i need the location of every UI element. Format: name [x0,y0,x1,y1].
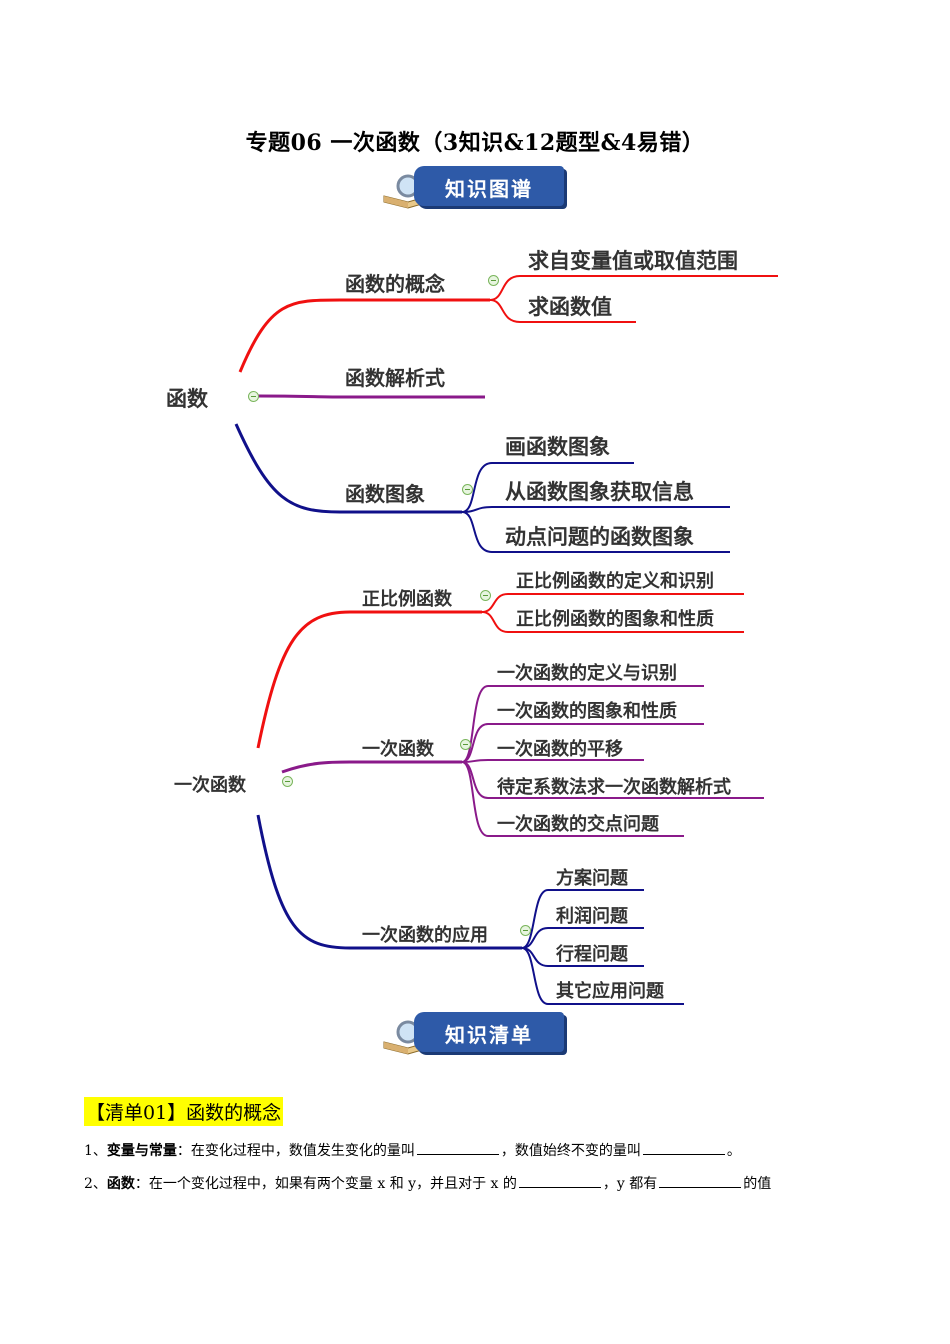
mindmap1-branch1-child-1: 求自变量值或取值范围 [528,249,738,273]
mindmap2-branch3-child-2: 利润问题 [556,906,628,927]
mindmap1-branch3-child-1: 画函数图象 [505,435,610,459]
mindmap1-branch3-child-2: 从函数图象获取信息 [505,480,694,504]
mindmap2-branch2-child-2: 一次函数的图象和性质 [497,701,677,722]
collapse-icon[interactable] [462,484,473,495]
connector-root2-branch2 [281,760,462,774]
mindmap2-branch3: 一次函数的应用 [362,925,488,946]
banner-label: 知识清单 [445,1023,533,1047]
mindmap2-branch3-child-1: 方案问题 [556,868,628,889]
mindmap2-branch2-child-1: 一次函数的定义与识别 [497,663,677,684]
connector-b1-c2 [489,299,636,323]
mindmap2-branch3-child-3: 行程问题 [556,944,628,965]
mindmap2-branch1: 正比例函数 [362,589,452,610]
connector-r2b2-c1 [461,685,704,763]
connector-r2b1-c1 [481,593,744,613]
mindmap2-branch1-child-1: 正比例函数的定义和识别 [516,571,714,592]
connector-b3-c3 [461,511,730,553]
connector-r2b3-c1 [521,889,644,949]
connector-b3-c2 [461,506,730,513]
mindmap2-root: 一次函数 [174,775,246,796]
banner-knowledge-list: 知识清单 [380,1012,570,1060]
collapse-icon[interactable] [520,925,531,936]
collapse-icon[interactable] [282,776,293,787]
item-text: 的值 [743,1176,772,1192]
item-text: ，y 都有 [602,1176,658,1192]
banner-knowledge-map: 知识图谱 [380,166,570,214]
connector-r2b2-c5 [461,761,684,837]
connector-r2b3-c4 [521,947,684,1005]
connector-root2-branch1 [256,610,482,749]
connector-root1-branch1 [238,298,490,373]
item-text: ：在一个变化过程中，如果有两个变量 x 和 y，并且对于 x 的 [134,1176,517,1192]
page-title: 专题06 一次函数（3知识&12题型&4易错） [245,130,705,156]
connector-r2b3-c2 [521,927,644,949]
fill-blank[interactable] [518,1175,601,1188]
connector-root1-branch2 [257,394,485,399]
collapse-icon[interactable] [248,391,259,402]
collapse-icon[interactable] [480,590,491,601]
mindmap1-branch3-child-3: 动点问题的函数图象 [505,525,694,549]
section-heading: 【清单01】函数的概念 [84,1097,284,1126]
mindmap1-root: 函数 [166,387,208,411]
item-text: ：在变化过程中，数值发生变化的量叫 [176,1143,415,1159]
connector-b3-c1 [461,462,634,513]
fill-blank[interactable] [642,1142,725,1155]
connector-root2-branch3 [256,814,522,950]
connector-root1-branch3 [234,423,462,514]
item-term: 函数 [106,1176,135,1192]
fill-blank[interactable] [416,1142,499,1155]
paragraph-item-2: 2、函数：在一个变化过程中，如果有两个变量 x 和 y，并且对于 x 的 ，y 都… [84,1173,771,1193]
mindmap2-branch3-child-4: 其它应用问题 [556,981,664,1002]
connector-r2b2-c2 [461,723,704,763]
mindmap2-branch2-child-3: 一次函数的平移 [497,739,623,760]
fill-blank[interactable] [659,1175,742,1188]
mindmap1-branch1-child-2: 求函数值 [528,295,612,319]
mindmap1-branch3: 函数图象 [345,482,425,506]
collapse-icon[interactable] [488,275,499,286]
mindmap2-branch1-child-2: 正比例函数的图象和性质 [516,609,714,630]
item-term: 变量与常量 [106,1143,177,1159]
banner-label: 知识图谱 [445,177,533,201]
paragraph-item-1: 1、变量与常量：在变化过程中，数值发生变化的量叫 ，数值始终不变的量叫 。 [84,1140,741,1160]
connector-b1-c1 [489,275,778,301]
connector-r2b1-c2 [481,611,744,633]
mindmap2-branch2-child-5: 一次函数的交点问题 [497,814,659,835]
mindmap2-branch2-child-4: 待定系数法求一次函数解析式 [497,777,731,798]
item-text: ，数值始终不变的量叫 [500,1143,641,1159]
item-text: 。 [726,1143,741,1159]
item-number: 1、 [84,1143,107,1159]
mindmap1-branch1: 函数的概念 [345,272,445,296]
collapse-icon[interactable] [460,739,471,750]
mindmap2-branch2: 一次函数 [362,739,434,760]
mindmap1-branch2: 函数解析式 [345,366,445,390]
item-number: 2、 [84,1176,107,1192]
